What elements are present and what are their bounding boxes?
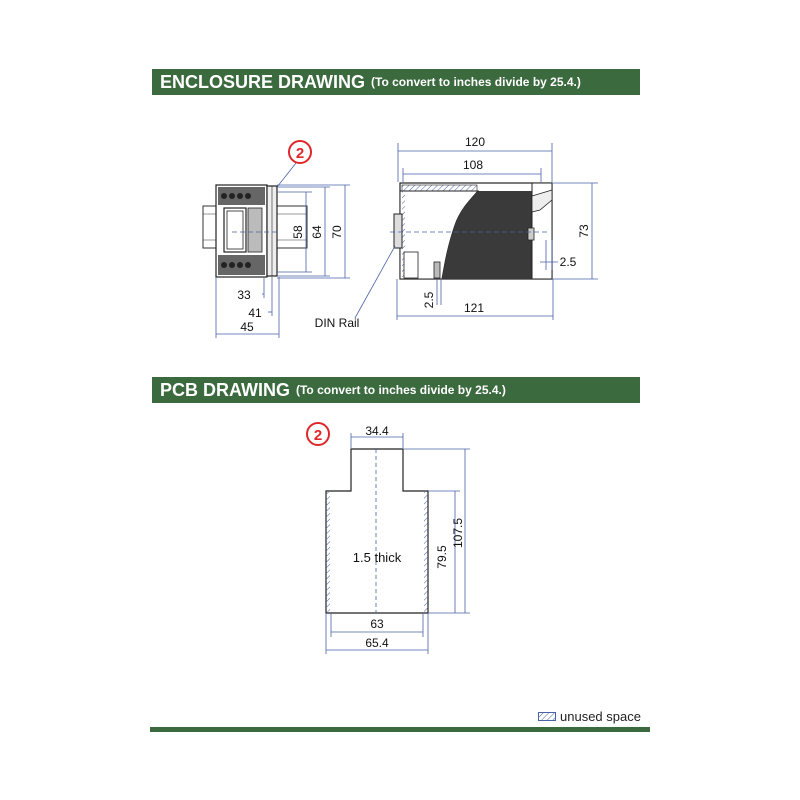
dim-pcb-63: 63 [370,617,384,631]
pcb-drawing-subtitle: (To convert to inches divide by 25.4.) [296,383,506,397]
pcb-drawing-title: PCB DRAWING [160,379,290,400]
front-view-dimensions [215,184,350,338]
dim-front-41: 41 [248,306,262,320]
dim-side-2-5-bottom: 2.5 [422,291,436,308]
dim-front-58: 58 [291,225,305,239]
hatch-swatch-icon [538,712,556,721]
pcb-thickness-label: 1.5 thick [353,550,402,565]
din-rail-label: DIN Rail [315,316,360,330]
side-view: 120 108 73 2.5 2.5 121 DIN Rail [315,135,598,330]
side-view-dimensions [354,143,598,320]
pcb-unused-right [424,492,428,612]
footer-divider [150,727,650,732]
dim-front-33: 33 [237,288,251,302]
side-view-body [390,182,553,280]
legend: unused space [538,709,641,724]
pcb-unused-left [326,492,330,612]
dim-front-70: 70 [330,225,344,239]
svg-text:2: 2 [296,145,304,162]
svg-text:2: 2 [314,427,322,444]
pcb-view: 2 34.4 1.5 thick 107.5 79.5 63 65.4 [306,422,470,654]
dim-side-108: 108 [463,158,483,172]
pcb-dimensions [325,433,470,654]
pcb-drawing-header: PCB DRAWING (To convert to inches divide… [152,377,640,403]
front-view: 2 [202,140,350,338]
enclosure-drawing-title: ENCLOSURE DRAWING [160,71,366,92]
dim-pcb-65-4: 65.4 [365,636,389,650]
dim-pcb-79-5: 79.5 [435,545,449,569]
dim-pcb-34-4: 34.4 [365,424,389,438]
legend-label: unused space [560,709,641,724]
dim-side-120: 120 [465,135,485,149]
enclosure-drawing-subtitle: (To convert to inches divide by 25.4.) [371,75,581,89]
dim-side-2-5-right: 2.5 [560,255,577,269]
dim-side-73: 73 [577,224,591,238]
dim-front-64: 64 [310,225,324,239]
dim-front-45: 45 [240,320,254,334]
dim-pcb-107-5: 107.5 [451,518,465,548]
front-view-callout: 2 [269,140,312,197]
pcb-outline [325,448,429,614]
dim-side-121: 121 [464,301,484,315]
enclosure-drawing-header: ENCLOSURE DRAWING (To convert to inches … [152,69,640,95]
pcb-callout: 2 [306,422,330,446]
front-view-body [215,184,278,278]
